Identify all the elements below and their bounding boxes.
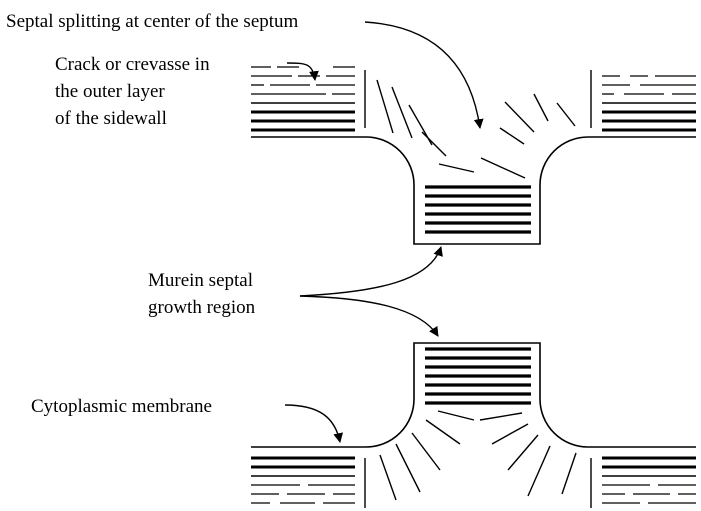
crack-arrow — [286, 62, 319, 81]
bottom-cell — [251, 342, 696, 508]
bottom-right-sidewall-layers — [602, 456, 696, 504]
murein-label-line-1: Murein septal — [148, 270, 253, 291]
bottom-left-sidewall-layers — [251, 456, 355, 504]
cytoplasmic-membrane-label: Cytoplasmic membrane — [31, 396, 212, 417]
bottom-radial-strands — [364, 410, 592, 508]
septal-splitting-arrow — [364, 21, 484, 129]
top-membrane-outline — [251, 136, 696, 245]
bottom-membrane-outline — [251, 342, 696, 448]
top-septum-layers — [425, 185, 531, 234]
crack-label-line-2: the outer layer — [55, 81, 165, 102]
septal-splitting-label: Septal splitting at center of the septum — [6, 11, 299, 32]
top-left-sidewall-layers — [251, 66, 355, 132]
top-right-sidewall-layers — [602, 75, 696, 132]
top-cell — [251, 66, 696, 245]
murein-arrow-down — [299, 295, 439, 337]
crack-label-line-3: of the sidewall — [55, 108, 167, 129]
crack-label-line-1: Crack or crevasse in — [55, 54, 210, 75]
murein-arrow-up — [299, 246, 443, 297]
top-radial-strands — [364, 70, 592, 179]
bottom-septum-layers — [425, 347, 531, 405]
callout-arrows — [284, 21, 484, 443]
murein-label-line-2: growth region — [148, 297, 256, 318]
cytoplasmic-arrow — [284, 404, 343, 443]
